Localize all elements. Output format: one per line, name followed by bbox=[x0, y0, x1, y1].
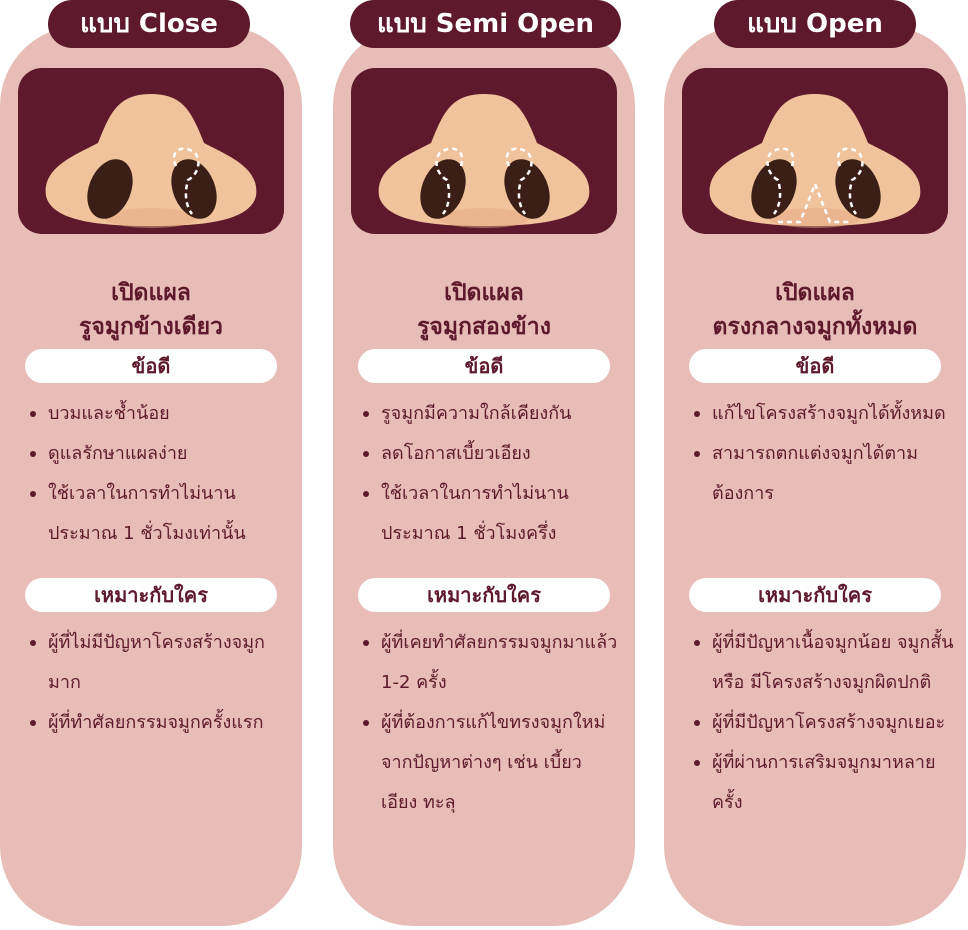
suitable-label: เหมาะกับใคร bbox=[358, 578, 610, 612]
suitable-list: ผู้ที่เคยทำศัลยกรรมจมูกมาแล้ว 1-2 ครั้ง … bbox=[361, 623, 623, 823]
column-open: แบบ Open เปิดแผล ตรงกลางจมูกทั้งหมด ข้อด… bbox=[664, 0, 966, 926]
column-close: แบบ Close เปิดแผล รูจมูกข้างเดียว ข้อดี … bbox=[0, 0, 302, 926]
incision-heading: เปิดแผล ตรงกลางจมูกทั้งหมด bbox=[712, 280, 918, 340]
nose-semi-open-illustration bbox=[351, 68, 617, 234]
nose-close-illustration bbox=[18, 68, 284, 234]
suitable-label: เหมาะกับใคร bbox=[689, 578, 941, 612]
column-title: แบบ Open bbox=[714, 0, 916, 48]
list-item: ใช้เวลาในการทำไม่นาน ประมาณ 1 ชั่วโมงครึ… bbox=[361, 474, 623, 554]
column-title: แบบ Semi Open bbox=[350, 0, 621, 48]
pros-list: บวมและช้ำน้อย ดูแลรักษาแผลง่าย ใช้เวลาใน… bbox=[28, 394, 290, 554]
list-item: ผู้ที่ต้องการแก้ไขทรงจมูกใหม่จากปัญหาต่า… bbox=[361, 703, 623, 823]
list-item: แก้ไขโครงสร้างจมูกได้ทั้งหมด bbox=[692, 394, 954, 434]
pros-label: ข้อดี bbox=[358, 349, 610, 383]
nose-open-icon bbox=[709, 94, 921, 228]
incision-heading: เปิดแผล รูจมูกสองข้าง bbox=[417, 280, 551, 340]
list-item: ผู้ที่เคยทำศัลยกรรมจมูกมาแล้ว 1-2 ครั้ง bbox=[361, 623, 623, 703]
pros-label: ข้อดี bbox=[25, 349, 277, 383]
incision-heading: เปิดแผล รูจมูกข้างเดียว bbox=[79, 280, 223, 340]
pros-list: รูจมูกมีความใกล้เคียงกัน ลดโอกาสเบี้ยวเอ… bbox=[361, 394, 623, 554]
list-item: บวมและช้ำน้อย bbox=[28, 394, 290, 434]
list-item: ผู้ที่มีปัญหาโครงสร้างจมูกเยอะ bbox=[692, 703, 954, 743]
suitable-list: ผู้ที่ไม่มีปัญหาโครงสร้างจมูกมาก ผู้ที่ท… bbox=[28, 623, 290, 743]
list-item: ดูแลรักษาแผลง่าย bbox=[28, 434, 290, 474]
nose-open-illustration bbox=[682, 68, 948, 234]
suitable-list: ผู้ที่มีปัญหาเนื้อจมูกน้อย จมูกสั้น หรือ… bbox=[692, 623, 954, 823]
list-item: ใช้เวลาในการทำไม่นาน ประมาณ 1 ชั่วโมงเท่… bbox=[28, 474, 290, 554]
nose-close-icon bbox=[45, 94, 257, 228]
column-title: แบบ Close bbox=[48, 0, 250, 48]
list-item: ลดโอกาสเบี้ยวเอียง bbox=[361, 434, 623, 474]
nose-semi-open-icon bbox=[378, 94, 590, 228]
list-item: ผู้ที่มีปัญหาเนื้อจมูกน้อย จมูกสั้น หรือ… bbox=[692, 623, 954, 703]
list-item: สามารถตกแต่งจมูกได้ตามต้องการ bbox=[692, 434, 954, 514]
list-item: รูจมูกมีความใกล้เคียงกัน bbox=[361, 394, 623, 434]
list-item: ผู้ที่ไม่มีปัญหาโครงสร้างจมูกมาก bbox=[28, 623, 290, 703]
pros-label: ข้อดี bbox=[689, 349, 941, 383]
pros-list: แก้ไขโครงสร้างจมูกได้ทั้งหมด สามารถตกแต่… bbox=[692, 394, 954, 514]
column-semi-open: แบบ Semi Open เปิดแผล รูจมูกสองข้าง ข้อด… bbox=[333, 0, 635, 926]
suitable-label: เหมาะกับใคร bbox=[25, 578, 277, 612]
list-item: ผู้ที่ทำศัลยกรรมจมูกครั้งแรก bbox=[28, 703, 290, 743]
list-item: ผู้ที่ผ่านการเสริมจมูกมาหลายครั้ง bbox=[692, 743, 954, 823]
